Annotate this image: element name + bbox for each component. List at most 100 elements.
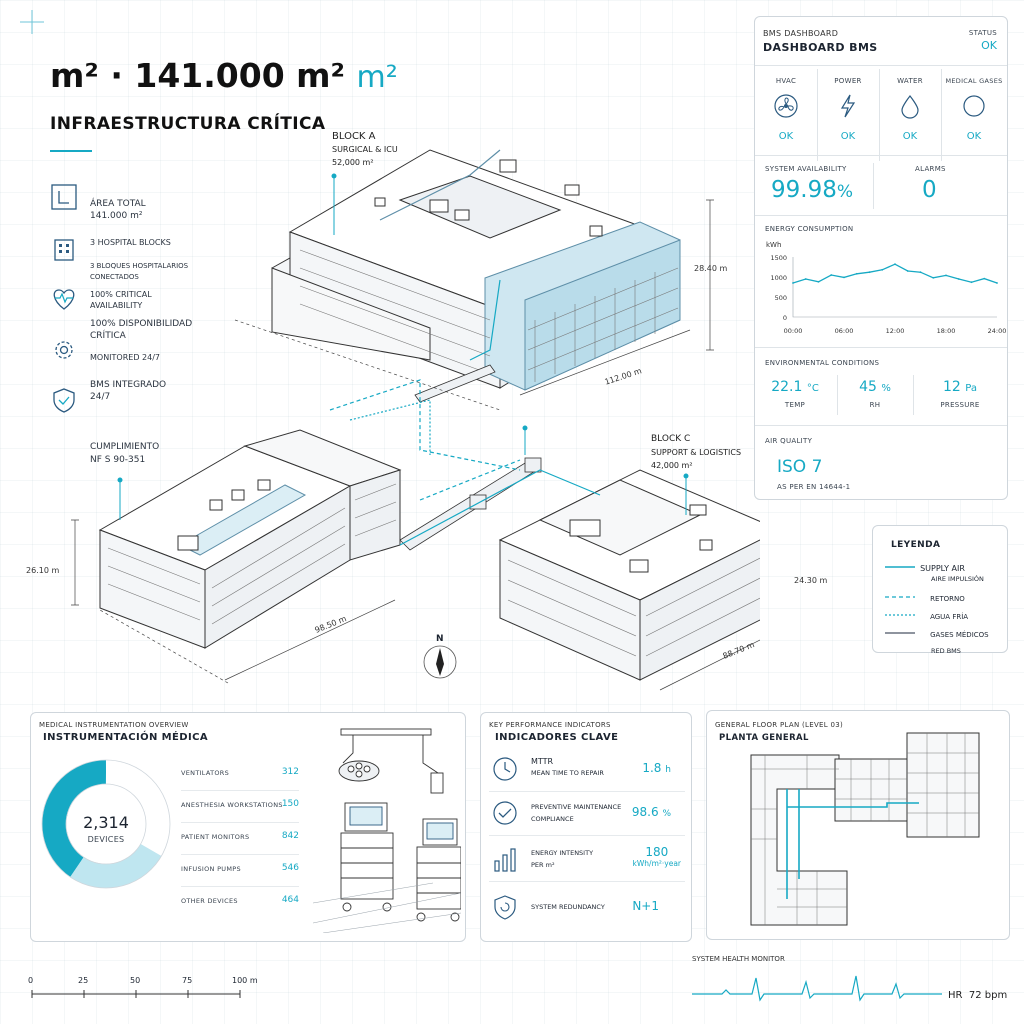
bar-chart-icon bbox=[494, 848, 516, 872]
block-b-windows bbox=[107, 483, 397, 625]
medical-equipment-illustration bbox=[313, 728, 461, 933]
bms-title: DASHBOARD BMS bbox=[763, 41, 878, 54]
page-subtitle: INFRAESTRUCTURA CRÍTICA bbox=[50, 114, 326, 134]
x-tick-label: 00:00 bbox=[784, 327, 803, 335]
energy-data-point bbox=[843, 276, 845, 279]
availability-label: SYSTEM AVAILABILITY bbox=[765, 165, 847, 173]
block-c-height: 24.30 m bbox=[794, 576, 828, 585]
energy-data-point bbox=[792, 282, 794, 284]
status-label: STATUS bbox=[968, 29, 997, 37]
x-tick-label: 24:00 bbox=[988, 327, 1007, 335]
y-tick-label: 0 bbox=[783, 314, 787, 322]
donut-slice-other bbox=[105, 760, 153, 798]
duct-network bbox=[329, 149, 601, 546]
block-a-building bbox=[271, 149, 681, 391]
devices-donut-chart bbox=[41, 759, 171, 889]
scale-tick: 0 bbox=[28, 976, 34, 985]
energy-series-line bbox=[792, 263, 998, 284]
health-monitor-label: SYSTEM HEALTH MONITOR bbox=[692, 955, 785, 963]
check-icon bbox=[493, 801, 517, 825]
legend-item-return: RETORNO bbox=[885, 595, 965, 603]
alarms-label: ALARMS bbox=[915, 165, 946, 173]
scale-tick: 75 bbox=[182, 976, 193, 985]
x-tick-label: 18:00 bbox=[937, 327, 956, 335]
dimension-lines bbox=[71, 199, 760, 691]
air-value: ISO 7 bbox=[777, 457, 823, 477]
energy-data-point bbox=[945, 274, 947, 277]
energy-data-point bbox=[970, 281, 973, 284]
area-icon bbox=[50, 182, 78, 210]
drop-icon bbox=[901, 95, 919, 119]
energy-data-point bbox=[996, 282, 998, 284]
air-label: AIR QUALITY bbox=[765, 437, 813, 445]
energy-data-point bbox=[817, 280, 820, 283]
alarms-value: 0 bbox=[922, 177, 937, 203]
circle-icon bbox=[963, 95, 985, 117]
heartbeat-line bbox=[692, 975, 942, 1002]
energy-data-point bbox=[830, 274, 833, 276]
list-item: OTHER DEVICES 464 bbox=[181, 895, 299, 905]
sidebar-item-blocks: 3 HOSPITAL BLOCKS bbox=[90, 238, 171, 247]
north-arrow-icon bbox=[423, 645, 457, 679]
kpi-row-mttr[interactable]: MTTR MEAN TIME TO REPAIR 1.8 h bbox=[489, 749, 685, 792]
energy-data-point bbox=[957, 278, 960, 280]
air-note: AS PER EN 14644-1 bbox=[777, 483, 851, 491]
page-headline: m² · 141.000 m² m² bbox=[50, 56, 398, 95]
gear-icon bbox=[50, 336, 78, 364]
donut-slice-infusion bbox=[70, 843, 162, 888]
devices-total: 2,314 bbox=[83, 813, 129, 832]
legend-item-water: AGUA FRÍA bbox=[885, 613, 969, 621]
legend-item-gases: GASES MÉDICOS RED BMS bbox=[885, 631, 989, 655]
heartbeat-icon bbox=[50, 284, 78, 312]
kpi-row-redundancy[interactable]: SYSTEM REDUNDANCY N+1 bbox=[489, 885, 685, 929]
block-c-building bbox=[498, 469, 760, 681]
scale-tick: 100 m bbox=[232, 976, 258, 985]
block-a-height: 28.40 m bbox=[694, 264, 728, 273]
kpi-row-energy[interactable]: ENERGY INTENSITY PER m² 180 kWh/m²·year bbox=[489, 837, 685, 882]
clock-icon bbox=[493, 757, 517, 781]
block-a-windows bbox=[299, 249, 679, 382]
list-item: ANESTHESIA WORKSTATIONS 150 bbox=[181, 791, 299, 823]
energy-unit: kWh bbox=[766, 241, 782, 249]
legend-panel: LEYENDA SUPPLY AIR AIRE IMPULSIÓN RETORN… bbox=[872, 525, 1008, 655]
env-rh: 45 % RH bbox=[859, 379, 891, 409]
energy-data-point bbox=[868, 271, 871, 274]
energy-data-point bbox=[881, 268, 884, 271]
floorplan-ghost-title: GENERAL FLOOR PLAN (LEVEL 03) bbox=[715, 721, 844, 729]
energy-data-point bbox=[804, 278, 807, 280]
list-item: PATIENT MONITORS 842 bbox=[181, 823, 299, 855]
system-hvac[interactable]: HVAC OK bbox=[755, 69, 817, 165]
energy-data-point bbox=[855, 272, 858, 275]
bms-dashboard: BMS DASHBOARD DASHBOARD BMS STATUS OK HV… bbox=[754, 16, 1008, 500]
bolt-icon bbox=[840, 94, 856, 118]
sidebar-item-monitored: MONITORED 24/7 bbox=[90, 353, 161, 362]
block-c-label: BLOCK C SUPPORT & LOGISTICS 42,000 m² bbox=[651, 434, 742, 470]
energy-data-point bbox=[894, 263, 896, 266]
isometric-site-drawing bbox=[71, 149, 760, 691]
energy-data-point bbox=[919, 271, 922, 274]
donut-slice-ventilators bbox=[42, 760, 107, 877]
status-badge: OK bbox=[981, 39, 997, 52]
system-medical-gases[interactable]: MEDICAL GASES OK bbox=[945, 77, 1003, 142]
floorplan-title: PLANTA GENERAL bbox=[719, 733, 809, 743]
hospital-icon bbox=[50, 234, 78, 262]
scale-tick: 25 bbox=[78, 976, 89, 985]
energy-data-point bbox=[983, 277, 986, 280]
energy-label: ENERGY CONSUMPTION bbox=[765, 225, 854, 233]
x-tick-label: 12:00 bbox=[886, 327, 905, 335]
floorplan-drawing bbox=[750, 732, 980, 926]
block-a-label: BLOCK A SURGICAL & ICU 52,000 m² bbox=[332, 131, 398, 167]
block-b-building bbox=[98, 429, 402, 649]
instrumentation-panel: MEDICAL INSTRUMENTATION OVERVIEW INSTRUM… bbox=[30, 712, 466, 942]
kpi-row-maintenance[interactable]: PREVENTIVE MAINTENANCE COMPLIANCE 98.6 % bbox=[489, 793, 685, 836]
subtitle-accent bbox=[50, 150, 92, 152]
kpi-ghost-title: KEY PERFORMANCE INDICATORS bbox=[489, 721, 611, 729]
chart-axes bbox=[792, 257, 997, 318]
system-power[interactable]: POWER OK bbox=[834, 77, 862, 142]
system-water[interactable]: WATER OK bbox=[897, 77, 923, 142]
fan-icon bbox=[774, 94, 798, 118]
scale-bar: 0 25 50 75 100 m bbox=[28, 976, 260, 1006]
